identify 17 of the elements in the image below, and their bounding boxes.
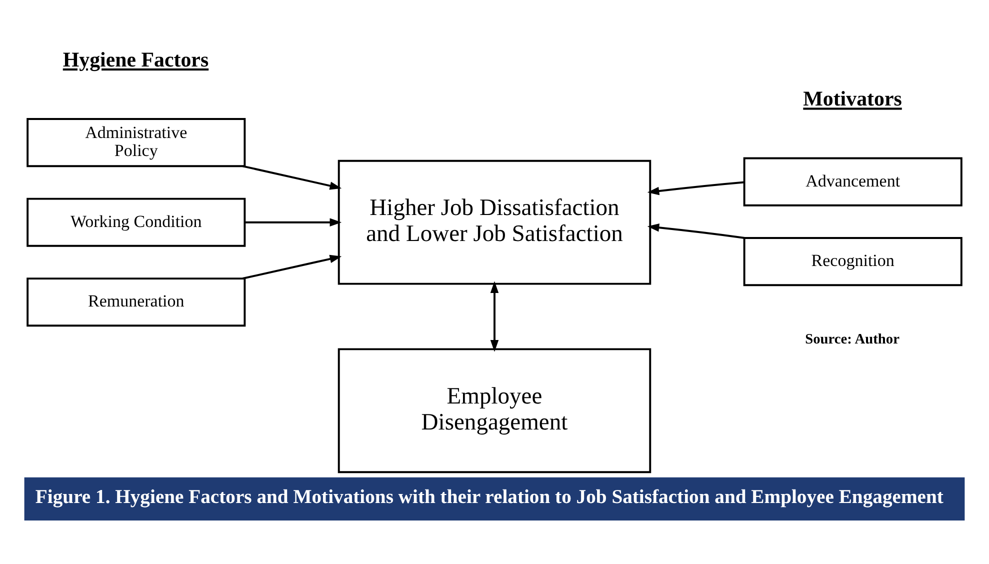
- node-box: Higher Job Dissatisfaction and Lower Job Satisfaction: [338, 159, 652, 284]
- arrow: [490, 280, 499, 352]
- caption: Figure 1. Hygiene Factors and Motivations with their relation to Job Satisfaction and Employee Engagement: [35, 486, 944, 508]
- arrow: [647, 180, 744, 195]
- node-box: Working Condition: [26, 197, 246, 246]
- node-box: Remuneration: [26, 277, 246, 326]
- label: Source: Author: [805, 331, 900, 348]
- node-box: Administrative Policy: [26, 118, 246, 167]
- node-box: Employee Disengagement: [338, 348, 652, 473]
- arrow: [242, 254, 342, 279]
- arrow: [245, 218, 342, 226]
- arrow: [647, 223, 745, 238]
- node-box: Advancement: [743, 156, 962, 206]
- arrow: [242, 164, 342, 190]
- label: Hygiene Factors: [62, 46, 209, 71]
- label: Motivators: [803, 86, 902, 110]
- node-box: Recognition: [743, 236, 962, 286]
